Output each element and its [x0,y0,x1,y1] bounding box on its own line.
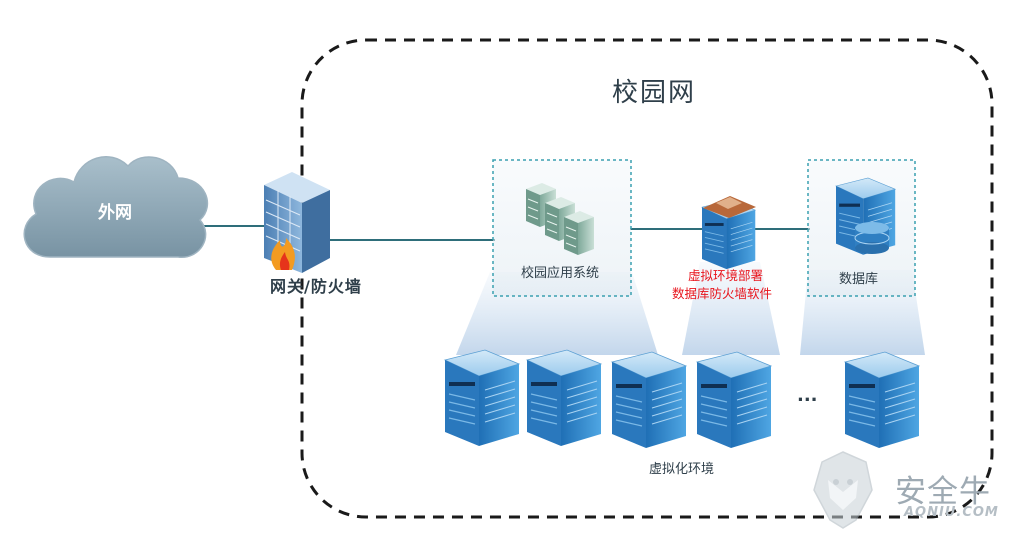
campus-network-title: 校园网 [612,78,697,108]
vm-note-line2: 数据库防火墙软件 [672,286,773,301]
watermark-shield-icon [813,451,873,529]
database-server-icon [835,177,896,256]
link-lines [200,225,810,241]
internet-cloud-icon [23,156,209,258]
campus-network-boundary [300,38,994,519]
vm-note-line1: 虚拟环境部署 [688,268,764,283]
db-firewall-vm-icon [701,196,756,270]
watermark-url: AQNIU.COM [904,505,999,520]
virtualization-servers [444,349,920,449]
more-servers-ellipsis: ... [797,385,818,406]
gateway-firewall-label: 网关/防火墙 [270,277,362,296]
internet-label: 外网 [98,203,132,223]
watermark-brand: 安全牛 [895,474,991,510]
database-label: 数据库 [839,272,879,287]
app-system-label: 校园应用系统 [521,266,600,281]
firewall-icon [264,172,330,273]
virtualization-label: 虚拟化环境 [649,462,715,477]
